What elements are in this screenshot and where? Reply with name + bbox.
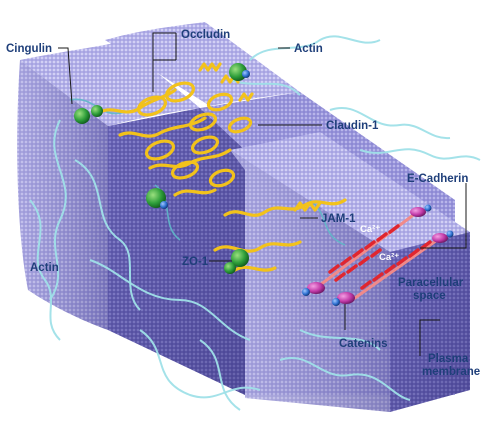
label-paracellular-space-line1: Paracellular — [398, 277, 464, 289]
label-jam-1: JAM-1 — [321, 213, 356, 225]
e-cadherin-bridges — [319, 208, 441, 302]
occludin-claudin-strands — [98, 62, 347, 272]
label-catenins: Catenins — [339, 338, 388, 350]
catenin-complexes — [302, 204, 454, 306]
calcium-ions: Ca²⁺ Ca²⁺ — [360, 224, 399, 263]
label-plasma-membrane-line2: membrane — [422, 366, 480, 378]
label-plasma-membrane-line1: Plasma — [428, 353, 469, 365]
diagram-labels: Cingulin Occludin Actin Claudin-1 E-Cadh… — [6, 29, 480, 378]
label-actin-top: Actin — [294, 43, 323, 55]
label-zo-1: ZO-1 — [182, 256, 209, 268]
calcium-ion-label-2: Ca²⁺ — [379, 252, 399, 263]
label-paracellular-space-line2: space — [413, 290, 446, 302]
label-actin-left: Actin — [30, 262, 59, 274]
label-occludin: Occludin — [181, 29, 230, 41]
zo-proteins — [74, 63, 250, 274]
calcium-ion-label-1: Ca²⁺ — [360, 224, 380, 235]
leader-lines — [58, 32, 467, 356]
label-cingulin: Cingulin — [6, 43, 52, 55]
label-claudin-1: Claudin-1 — [326, 120, 379, 132]
label-e-cadherin: E-Cadherin — [407, 173, 468, 185]
right-cell-membrane — [105, 22, 470, 412]
